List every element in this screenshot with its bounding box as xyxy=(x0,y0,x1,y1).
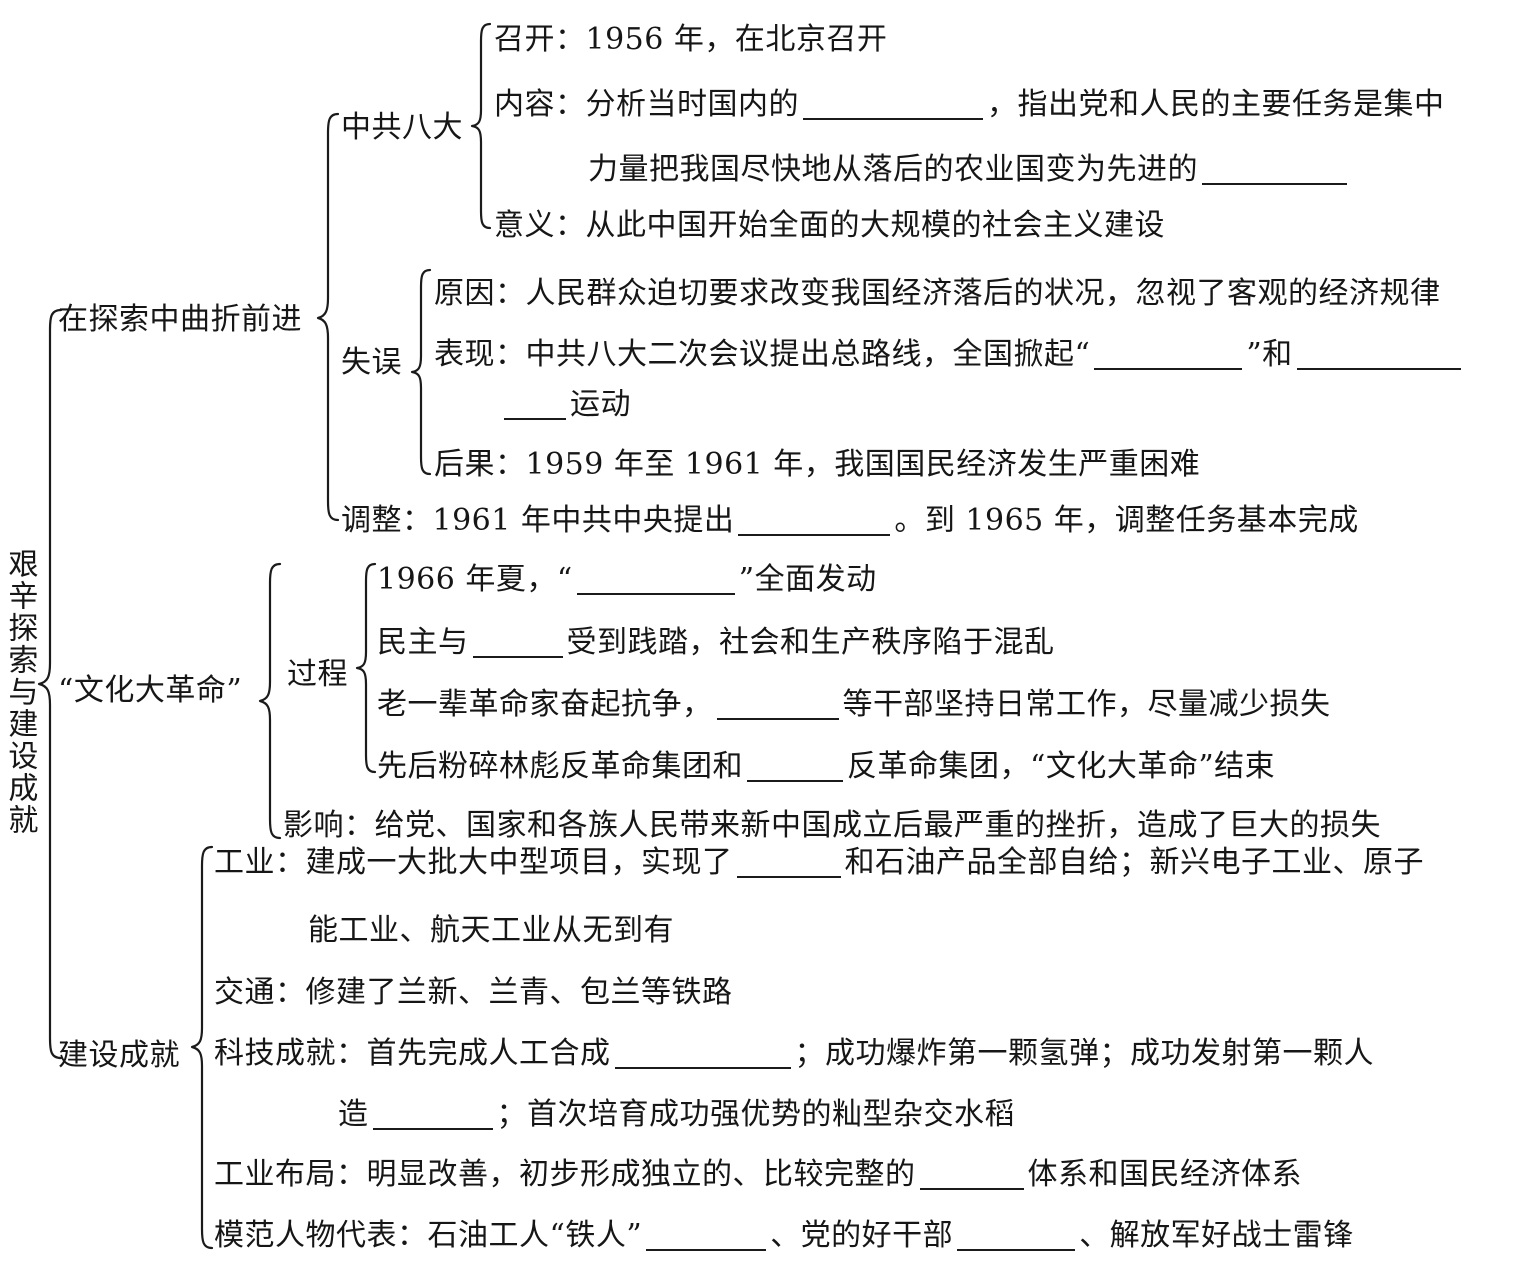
line-keji-2: 造 ；首次培育成功强优势的籼型杂交水稻 xyxy=(338,1100,1015,1130)
line-houguo: 后果：1959 年至 1961 年，我国国民经济发生严重困难 xyxy=(434,450,1200,480)
line-neirong-text-a: 分析当时国内的 xyxy=(585,87,799,122)
line-neirong-text-c: 力量把我国尽快地从落后的农业国变为先进的 xyxy=(588,152,1198,187)
sub-label-shiwu: 失误 xyxy=(341,345,402,380)
line-jiaotong: 交通：修建了兰新、兰青、包兰等铁路 xyxy=(214,978,733,1008)
branch3-brace xyxy=(190,845,214,1250)
line-yingxiang-text: 给党、国家和各族人民带来新中国成立后最严重的挫折，造成了巨大的损失 xyxy=(374,808,1381,843)
line-yuanyin-text: 人民群众迫切要求改变我国经济落后的状况，忽视了客观的经济规律 xyxy=(525,276,1441,311)
blank-field[interactable] xyxy=(576,573,735,595)
line-yingxiang-key: 影响： xyxy=(283,808,375,843)
blank-field[interactable] xyxy=(504,398,566,420)
blank-field[interactable] xyxy=(747,760,843,782)
line-gongye-text-b: 和石油产品全部自给；新兴电子工业、原子 xyxy=(844,845,1424,880)
blank-field[interactable] xyxy=(614,1047,791,1069)
line-gongye-1: 工业：建成一大批大中型项目，实现了 和石油产品全部自给；新兴电子工业、原子 xyxy=(214,848,1424,878)
line-jiaotong-text: 修建了兰新、兰青、包兰等铁路 xyxy=(305,975,733,1010)
blank-field[interactable] xyxy=(716,698,839,720)
line-mofan-text-b: 、党的好干部 xyxy=(770,1218,954,1253)
blank-field[interactable] xyxy=(646,1229,767,1251)
line-buju-text-a: 明显改善，初步形成独立的、比较完整的 xyxy=(366,1157,916,1192)
line-mofan-text-a: 石油工人“铁人” xyxy=(427,1218,643,1253)
branch-label-2: “文化大革命” xyxy=(58,673,243,708)
blank-field[interactable] xyxy=(372,1108,493,1130)
line-biaoxian-1: 表现：中共八大二次会议提出总路线，全国掀起“ ”和 xyxy=(434,340,1465,370)
line-mofan-key: 模范人物代表： xyxy=(214,1218,428,1253)
line-tiaozheng: 调整：1961 年中共中央提出 。到 1965 年，调整任务基本完成 xyxy=(341,506,1359,536)
line-buju: 工业布局：明显改善，初步形成独立的、比较完整的 体系和国民经济体系 xyxy=(214,1160,1302,1190)
line-tiaozheng-text-a: 1961 年中共中央提出 xyxy=(432,503,735,538)
line-neirong-key: 内容： xyxy=(494,87,586,122)
line-yingxiang: 影响：给党、国家和各族人民带来新中国成立后最严重的挫折，造成了巨大的损失 xyxy=(283,811,1381,841)
blank-field[interactable] xyxy=(1094,348,1243,370)
line-buju-text-b: 体系和国民经济体系 xyxy=(1027,1157,1302,1192)
line-wg1-text-b: ”全面发动 xyxy=(738,562,877,597)
branch-label-1: 在探索中曲折前进 xyxy=(58,302,302,337)
branch-label-3: 建设成就 xyxy=(58,1038,180,1073)
line-tiaozheng-key: 调整： xyxy=(341,503,433,538)
line-zhaokai: 召开：1956 年，在北京召开 xyxy=(494,25,887,55)
line-wg-4: 先后粉碎林彪反革命集团和 反革命集团，“文化大革命”结束 xyxy=(377,752,1275,782)
line-wg4-text-a: 先后粉碎林彪反革命集团和 xyxy=(377,749,743,784)
root-label: 艰辛探索与建设成就 xyxy=(2,548,38,836)
line-biaoxian-text-c: 运动 xyxy=(570,387,631,422)
line-wg-3: 老一辈革命家奋起抗争， 等干部坚持日常工作，尽量减少损失 xyxy=(377,690,1331,720)
blank-field[interactable] xyxy=(919,1168,1024,1190)
line-wg-2: 民主与 受到践踏，社会和生产秩序陷于混乱 xyxy=(377,628,1055,658)
line-neirong-2: 力量把我国尽快地从落后的农业国变为先进的 xyxy=(588,155,1351,185)
guocheng-brace xyxy=(355,562,377,774)
line-zhaokai-key: 召开： xyxy=(494,22,586,57)
line-wg4-text-b: 反革命集团，“文化大革命”结束 xyxy=(847,749,1276,784)
line-mofan: 模范人物代表：石油工人“铁人” 、党的好干部 、解放军好战士雷锋 xyxy=(214,1221,1354,1251)
line-keji-key: 科技成就： xyxy=(214,1036,367,1071)
sub-label-guocheng: 过程 xyxy=(287,657,348,692)
blank-field[interactable] xyxy=(1296,348,1461,370)
blank-field[interactable] xyxy=(738,514,891,536)
line-mofan-text-c: 、解放军好战士雷锋 xyxy=(1079,1218,1354,1253)
line-wg-1: 1966 年夏，“ ”全面发动 xyxy=(377,565,877,595)
sub-label-zhonggongbada: 中共八大 xyxy=(341,110,463,145)
line-buju-key: 工业布局： xyxy=(214,1157,367,1192)
line-keji-text-a: 首先完成人工合成 xyxy=(366,1036,611,1071)
blank-field[interactable] xyxy=(736,856,841,878)
branch1-brace xyxy=(316,112,340,522)
blank-field[interactable] xyxy=(472,636,563,658)
blank-field[interactable] xyxy=(803,98,983,120)
line-wg2-text-a: 民主与 xyxy=(377,625,469,660)
line-keji-text-c: 造 xyxy=(338,1097,369,1132)
line-yuanyin-key: 原因： xyxy=(434,276,526,311)
root-brace xyxy=(37,308,63,1060)
line-wg1-text-a: 1966 年夏，“ xyxy=(377,562,573,597)
line-gongye-key: 工业： xyxy=(214,845,306,880)
line-neirong-1: 内容：分析当时国内的 ，指出党和人民的主要任务是集中 xyxy=(494,90,1445,120)
line-houguo-text: 1959 年至 1961 年，我国国民经济发生严重困难 xyxy=(525,447,1201,482)
line-biaoxian-text-b: ”和 xyxy=(1246,337,1293,372)
line-yiyi-key: 意义： xyxy=(494,208,586,243)
blank-field[interactable] xyxy=(957,1229,1076,1251)
blank-field[interactable] xyxy=(1202,163,1347,185)
line-yiyi-text: 从此中国开始全面的大规模的社会主义建设 xyxy=(585,208,1165,243)
line-wg2-text-b: 受到践踏，社会和生产秩序陷于混乱 xyxy=(566,625,1055,660)
line-keji-text-d: ；首次培育成功强优势的籼型杂交水稻 xyxy=(496,1097,1015,1132)
line-gongye-2: 能工业、航天工业从无到有 xyxy=(308,916,674,946)
line-zhaokai-text: 1956 年，在北京召开 xyxy=(585,22,888,57)
branch2-brace xyxy=(258,562,282,840)
line-yiyi: 意义：从此中国开始全面的大规模的社会主义建设 xyxy=(494,211,1165,241)
line-keji-text-b: ；成功爆炸第一颗氢弹；成功发射第一颗人 xyxy=(794,1036,1374,1071)
line-yuanyin: 原因：人民群众迫切要求改变我国经济落后的状况，忽视了客观的经济规律 xyxy=(434,279,1441,309)
line-biaoxian-key: 表现： xyxy=(434,337,526,372)
line-biaoxian-2: 运动 xyxy=(500,390,631,420)
line-biaoxian-text-a: 中共八大二次会议提出总路线，全国掀起“ xyxy=(525,337,1091,372)
line-wg3-text-a: 老一辈革命家奋起抗争， xyxy=(377,687,713,722)
line-neirong-text-b: ，指出党和人民的主要任务是集中 xyxy=(987,87,1445,122)
line-keji-1: 科技成就：首先完成人工合成 ；成功爆炸第一颗氢弹；成功发射第一颗人 xyxy=(214,1039,1374,1069)
line-tiaozheng-text-b: 。到 1965 年，调整任务基本完成 xyxy=(894,503,1359,538)
line-wg3-text-b: 等干部坚持日常工作，尽量减少损失 xyxy=(842,687,1331,722)
line-jiaotong-key: 交通： xyxy=(214,975,306,1010)
zhonggongbada-brace xyxy=(470,22,492,230)
shiwu-brace xyxy=(410,268,432,476)
line-houguo-key: 后果： xyxy=(434,447,526,482)
line-gongye-text-a: 建成一大批大中型项目，实现了 xyxy=(305,845,733,880)
line-gongye-text-c: 能工业、航天工业从无到有 xyxy=(308,913,674,948)
